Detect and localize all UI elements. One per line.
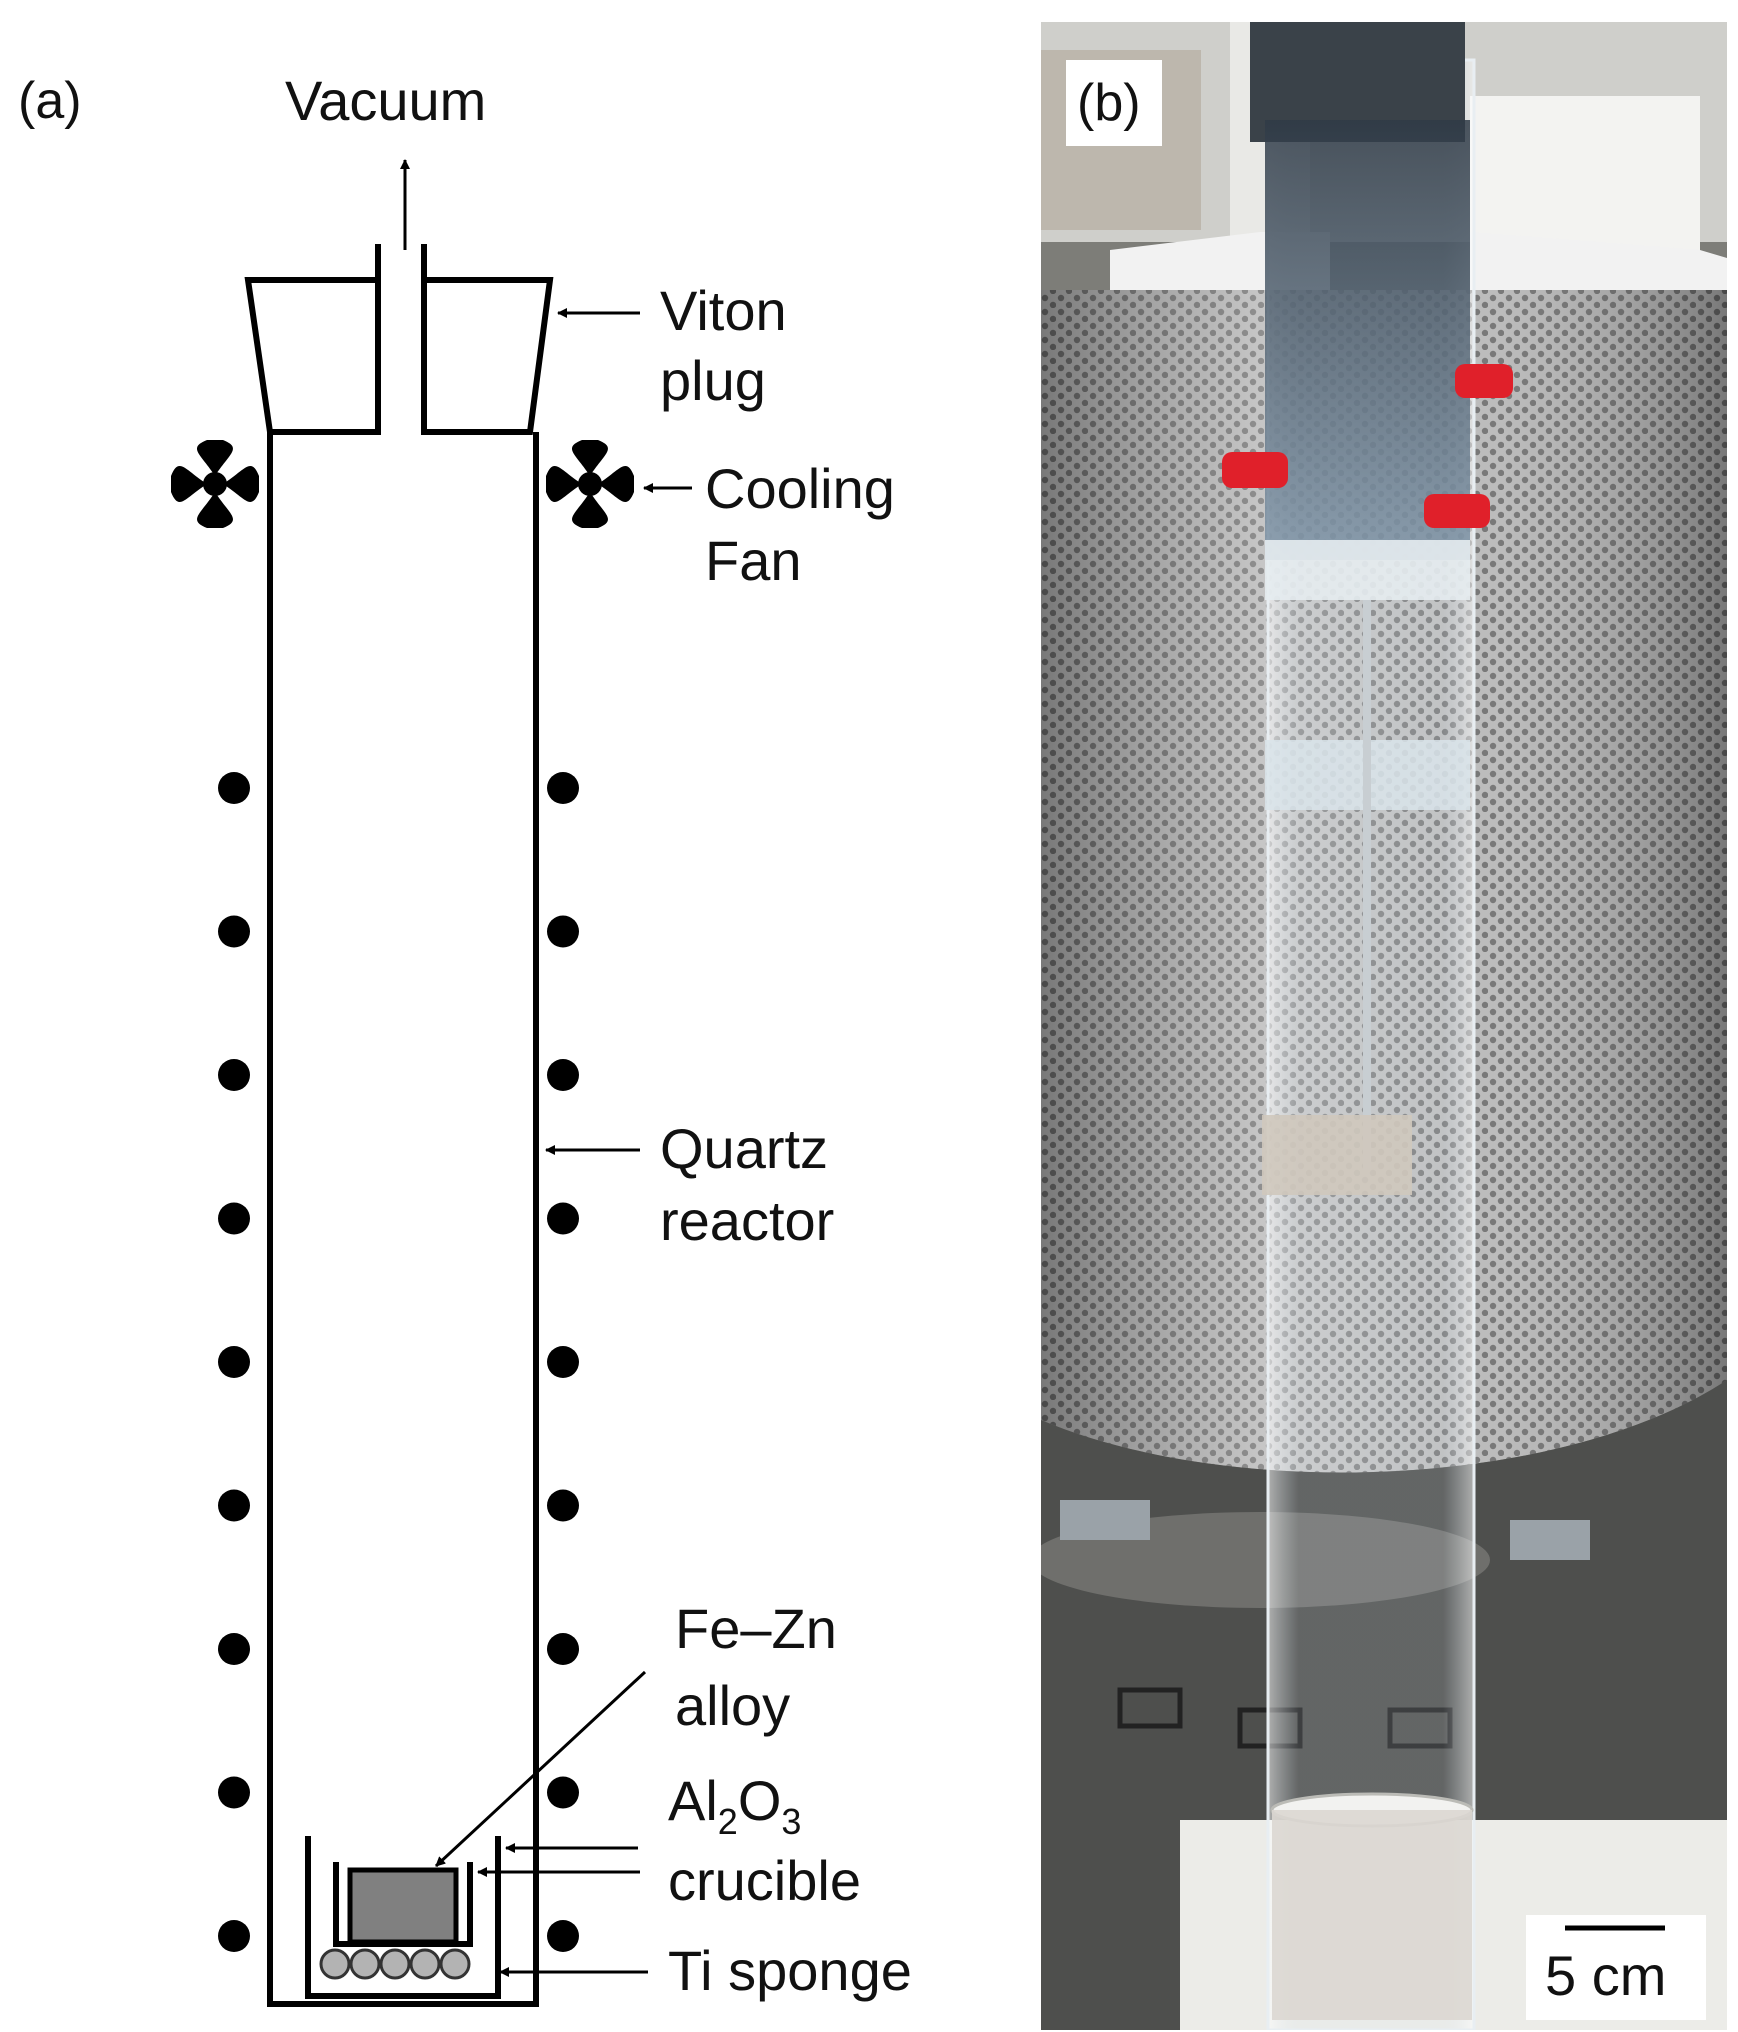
crucible-label: crucible <box>668 1849 861 1912</box>
quartz-reactor-label-2: reactor <box>660 1189 834 1252</box>
heater-dot-right <box>547 1202 579 1235</box>
ti-sponge-pellet <box>409 1948 441 1980</box>
ti-sponge-label: Ti sponge <box>668 1939 912 2002</box>
cooling-fan-label-2: Fan <box>705 529 802 592</box>
fe-zn-alloy-arrow <box>434 1670 647 1868</box>
heater-dot-right <box>547 1346 579 1378</box>
heater-dot-left <box>218 1776 250 1809</box>
scale-bar-label: 5 cm <box>1545 1944 1666 2007</box>
scale-bar-box <box>1526 1915 1706 2020</box>
ti-sponge-pellets <box>319 1948 471 1980</box>
heater-dot-right <box>547 1059 579 1091</box>
viton-plug-label-2: plug <box>660 349 766 412</box>
heater-dot-right <box>547 915 579 948</box>
vacuum-label: Vacuum <box>285 69 486 132</box>
panel-b-photo: 5 cm (b) <box>1041 22 1727 2030</box>
heater-dot-right <box>547 1633 579 1665</box>
viton-plug <box>244 244 554 435</box>
fe-zn-alloy-label-2: alloy <box>675 1674 790 1737</box>
heater-dot-right <box>547 772 579 804</box>
heater-dot-left <box>218 915 250 948</box>
ti-sponge-pellet <box>349 1948 381 1980</box>
heater-dot-left <box>218 772 250 804</box>
panel-a-schematic: (a) Vacuum Viton plug Coolin <box>18 69 912 2007</box>
panel-a-tag: (a) <box>18 72 82 130</box>
quartz-reactor-label-1: Quartz <box>660 1117 828 1180</box>
viton-plug-label-1: Viton <box>660 279 787 342</box>
heater-dot-left <box>218 1920 250 1952</box>
ti-sponge-pellet <box>439 1948 471 1980</box>
al2o3-label: Al2O3 <box>668 1769 801 1842</box>
ti-sponge-pellet <box>319 1948 351 1980</box>
heater-dot-left <box>218 1346 250 1378</box>
heater-dot-left <box>218 1059 250 1091</box>
cooling-fan-right-icon <box>546 440 634 528</box>
heater-dot-right <box>547 1489 579 1522</box>
panel-b-tag: (b) <box>1077 74 1141 132</box>
heater-dot-right <box>547 1776 579 1809</box>
heater-dot-left <box>218 1489 250 1522</box>
heater-dot-right <box>547 1920 579 1952</box>
fe-zn-alloy-block <box>347 1867 459 1945</box>
heater-dot-left <box>218 1633 250 1665</box>
quartz-reactor-tube <box>267 432 539 2007</box>
ti-sponge-pellet <box>379 1948 411 1980</box>
heater-dot-left <box>218 1202 250 1235</box>
fe-zn-alloy-label-1: Fe–Zn <box>675 1597 837 1660</box>
cooling-fan-left-icon <box>171 440 259 528</box>
panel-b-tag-box <box>1066 60 1162 146</box>
heater-elements <box>218 772 579 1952</box>
cooling-fan-label-1: Cooling <box>705 457 895 520</box>
